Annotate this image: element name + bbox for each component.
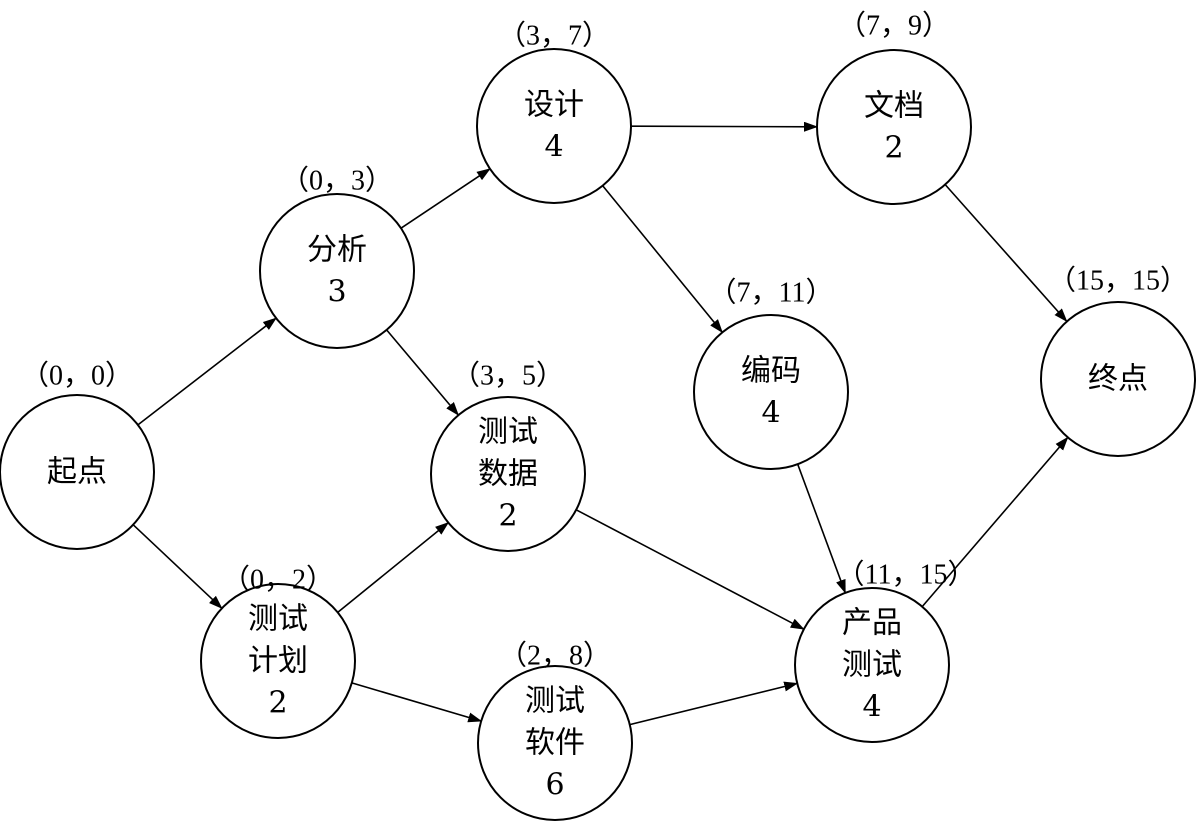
- node-label-product-test: （11，15）: [837, 559, 976, 591]
- node-text-design-0: 设计: [524, 88, 584, 123]
- edge-coding-to-product-test: [796, 463, 847, 594]
- node-circle-test-data: [430, 396, 586, 552]
- node-text-document-1: 2: [884, 131, 903, 166]
- node-analysis: 分析 3 （0，3）: [259, 165, 415, 349]
- edge-test-software-to-product-test: [629, 681, 799, 726]
- node-text-coding-1: 4: [761, 396, 780, 431]
- node-label-test-software: （2，8）: [499, 640, 611, 672]
- node-label-test-plan: （0，2）: [222, 564, 334, 596]
- node-text-test-plan-0: 测试: [248, 602, 308, 637]
- node-circle-product-test: [794, 587, 950, 743]
- node-label-test-data: （3，5）: [452, 360, 564, 392]
- node-text-analysis-0: 分析: [307, 233, 367, 268]
- node-end: 终点 （15，15）: [1040, 265, 1196, 457]
- node-text-test-software-2: 6: [545, 768, 564, 803]
- node-text-test-data-0: 测试: [478, 415, 538, 450]
- node-circle-test-software: [477, 665, 633, 821]
- node-label-document: （7，9）: [838, 10, 950, 42]
- node-text-start-0: 起点: [47, 455, 107, 490]
- edge-document-to-end: [944, 184, 1068, 323]
- node-text-design-1: 4: [544, 130, 563, 165]
- edge-test-plan-to-test-data: [337, 521, 450, 614]
- edge-analysis-to-test-data: [385, 329, 460, 416]
- node-text-document-0: 文档: [864, 89, 924, 124]
- nodes: 起点（0，0）分析3（0，3）测试计划2（0，2）设计4（3，7）测试数据2（3…: [0, 10, 1196, 821]
- edge-test-data-to-product-test: [575, 509, 805, 630]
- node-text-coding-0: 编码: [741, 354, 801, 389]
- node-text-test-plan-1: 计划: [248, 644, 308, 679]
- node-coding: 编码 4 （7，11）: [693, 277, 849, 470]
- edge-start-to-test-plan: [132, 524, 223, 609]
- edge-product-test-to-end: [921, 436, 1069, 608]
- edge-design-to-document: [630, 121, 818, 132]
- node-text-analysis-1: 3: [327, 275, 346, 310]
- edge-design-to-coding: [602, 185, 723, 334]
- node-text-product-test-2: 4: [862, 690, 881, 725]
- node-text-end-0: 终点: [1088, 362, 1148, 397]
- node-text-product-test-1: 测试: [842, 648, 902, 683]
- edge-test-plan-to-test-software: [351, 682, 483, 723]
- node-text-test-software-1: 软件: [525, 726, 585, 761]
- node-circle-design: [476, 48, 632, 204]
- node-text-test-data-1: 数据: [478, 457, 538, 492]
- node-circle-analysis: [259, 193, 415, 349]
- edge-start-to-analysis: [137, 317, 277, 426]
- node-label-coding: （7，11）: [709, 277, 834, 309]
- node-circle-coding: [693, 314, 849, 470]
- edges: [132, 121, 1069, 726]
- node-circle-start: [0, 394, 155, 550]
- node-label-design: （3，7）: [498, 20, 610, 52]
- node-document: 文档 2 （7，9）: [816, 10, 972, 205]
- node-text-test-data-2: 2: [498, 499, 517, 534]
- node-text-test-software-0: 测试: [525, 684, 585, 719]
- node-label-analysis: （0，3）: [281, 165, 393, 197]
- node-label-end: （15，15）: [1048, 265, 1188, 297]
- node-circle-test-plan: [200, 583, 356, 739]
- node-circle-end: [1040, 301, 1196, 457]
- node-text-test-plan-2: 2: [268, 686, 287, 721]
- node-design: 设计 4 （3，7）: [476, 20, 632, 204]
- node-circle-document: [816, 49, 972, 205]
- node-label-start: （0，0）: [21, 360, 133, 392]
- node-text-product-test-0: 产品: [842, 606, 902, 641]
- node-start: 起点 （0，0）: [0, 360, 155, 550]
- edge-analysis-to-design: [400, 168, 491, 229]
